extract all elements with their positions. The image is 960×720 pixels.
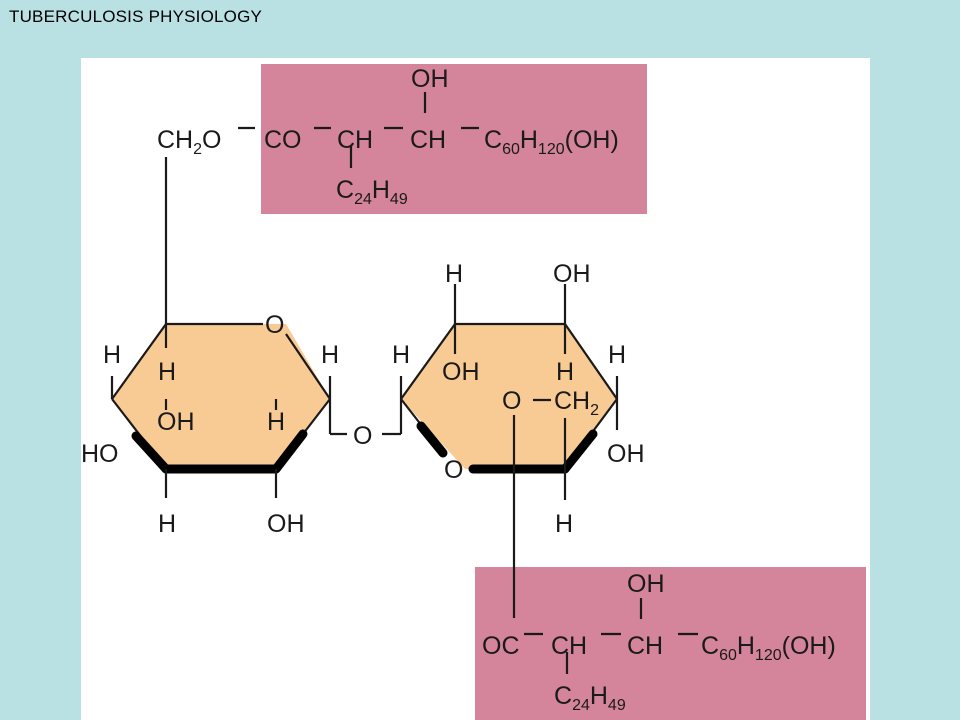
- mycolic-acid-box-top: [261, 64, 647, 214]
- glucose-ring-right: [401, 324, 617, 469]
- label-ring1-h-left: H: [103, 341, 121, 369]
- label-oh-bottom-chain: OH: [627, 570, 665, 598]
- label-ring2-h-left: H: [392, 341, 410, 369]
- label-ring2-h-inner: H: [556, 358, 574, 386]
- label-ring1-h-bottom: H: [158, 510, 176, 538]
- label-glycosidic-o: O: [353, 422, 372, 450]
- label-ring1-o: O: [265, 311, 284, 339]
- label-c60-bottom: C60H120(OH): [701, 632, 836, 664]
- glucose-ring-right-bonds: [400, 322, 618, 474]
- diagram-panel: CH2O CO CH CH OH C60H120(OH) C24H49 O H …: [81, 58, 870, 720]
- label-ch-top-1: CH: [337, 126, 373, 154]
- label-ch-top-2: CH: [410, 126, 446, 154]
- label-c24-bottom: C24H49: [554, 682, 626, 714]
- label-c24-top: C24H49: [336, 176, 408, 208]
- label-c60-top: C60H120(OH): [484, 126, 619, 158]
- label-ring2-o-ester: O: [502, 387, 521, 415]
- trehalose-dimycolate-structure: CH2O CO CH CH OH C60H120(OH) C24H49 O H …: [81, 64, 866, 720]
- label-oh-top-chain: OH: [411, 65, 449, 93]
- label-ring2-h-top: H: [445, 260, 463, 288]
- label-ring1-oh-inner: OH: [157, 408, 195, 436]
- mycolic-acid-box-bottom: [475, 567, 866, 720]
- glucose-ring-left: [112, 324, 330, 469]
- label-co-top: CO: [264, 126, 302, 154]
- label-ring2-o-ring: O: [444, 456, 463, 484]
- label-ring1-h-inner: H: [158, 358, 176, 386]
- label-ring2-oh-inner: OH: [442, 358, 480, 386]
- label-ring2-ch2: CH2: [554, 387, 599, 419]
- label-ring1-h-right: H: [321, 341, 339, 369]
- label-ch-bottom-1: CH: [551, 632, 587, 660]
- substituent-bonds: [110, 92, 698, 674]
- label-ch2o-top: CH2O: [157, 126, 221, 158]
- label-ring1-ho: HO: [81, 440, 119, 468]
- page-title: TUBERCULOSIS PHYSIOLOGY: [9, 7, 263, 26]
- label-ring2-oh-right: OH: [607, 440, 645, 468]
- label-ring2-oh-top: OH: [553, 260, 591, 288]
- label-ch-bottom-2: CH: [627, 632, 663, 660]
- label-ring2-h-bottom: H: [555, 510, 573, 538]
- label-oc-bottom: OC: [482, 632, 520, 660]
- label-ring1-oh-bottom: OH: [267, 510, 305, 538]
- glucose-ring-left-bonds: [111, 322, 331, 474]
- label-ring2-h-right: H: [608, 341, 626, 369]
- label-ring1-h-inner-right: H: [267, 408, 285, 436]
